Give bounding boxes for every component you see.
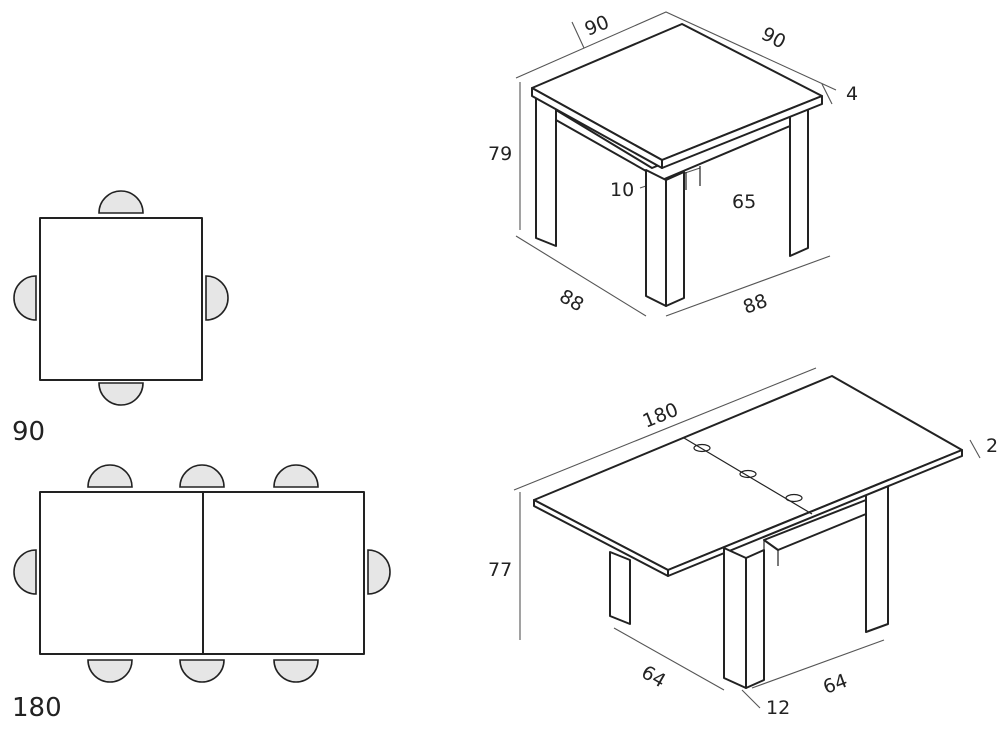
dim-base-width: 64 [820,670,850,699]
dim-base-width: 88 [556,285,588,316]
dim-base-depth: 64 [638,661,670,692]
leg-back-left [609,551,631,625]
chair-bottom [98,382,144,406]
dim-base-left [613,627,725,691]
dim-top-edges [515,11,837,91]
leg-back-left [535,93,557,247]
view-small-table: 90 90 4 79 10 65 88 88 [488,11,858,319]
dim-top-thickness: 4 [846,83,858,105]
dim-length: 180 [640,399,682,433]
chair-left [13,275,37,321]
leg-back-right [865,477,889,633]
leg-front-side [745,549,765,689]
chair-top-3 [273,464,319,488]
chair-bottom-2 [179,659,225,683]
plan-large-label: 180 [12,693,62,723]
table-top-edge-right [661,95,823,169]
dim-length-line [513,367,817,491]
hinge-3 [785,493,803,503]
dim-leg [741,689,761,709]
chair-top-2 [179,464,225,488]
chair-bottom-3 [273,659,319,683]
dim-top-depth: 90 [758,23,790,54]
dim-leg-height: 65 [732,191,756,213]
plan-small-label: 90 [12,417,45,447]
chair-bottom-1 [87,659,133,683]
hinge-1 [693,443,711,453]
plan-small-table: 90 [12,190,229,447]
chair-top-1 [87,464,133,488]
dim-leg-width: 12 [766,697,790,719]
dim-top-thickness: 2 [986,435,998,457]
view-large-table: 180 2 77 64 64 12 [488,367,998,719]
table-top-square [39,217,203,381]
dim-height: 79 [488,143,512,165]
table-top-edge-right [667,449,963,577]
apron [763,499,867,551]
dim-thickness [969,439,981,459]
dim-height: 77 [488,559,512,581]
dim-top-width: 90 [582,11,613,40]
leg-front [645,169,667,307]
chair-left [13,549,37,595]
plan-large-table: 180 [12,464,391,723]
dim-base-left [515,235,647,317]
apron [555,109,791,181]
dim-base-depth: 88 [740,290,770,319]
leg-front [723,547,747,689]
hinge-2 [739,469,757,479]
chair-right [205,275,229,321]
dim-base-right [751,639,885,689]
dim-thickness [821,83,833,105]
chair-right [367,549,391,595]
dim-apron-label: 10 [610,179,634,201]
dim-tick [571,21,585,49]
leg-back-right [789,99,809,257]
leg-front-side [665,171,685,307]
dim-base-right [665,255,831,317]
chair-top [98,190,144,214]
